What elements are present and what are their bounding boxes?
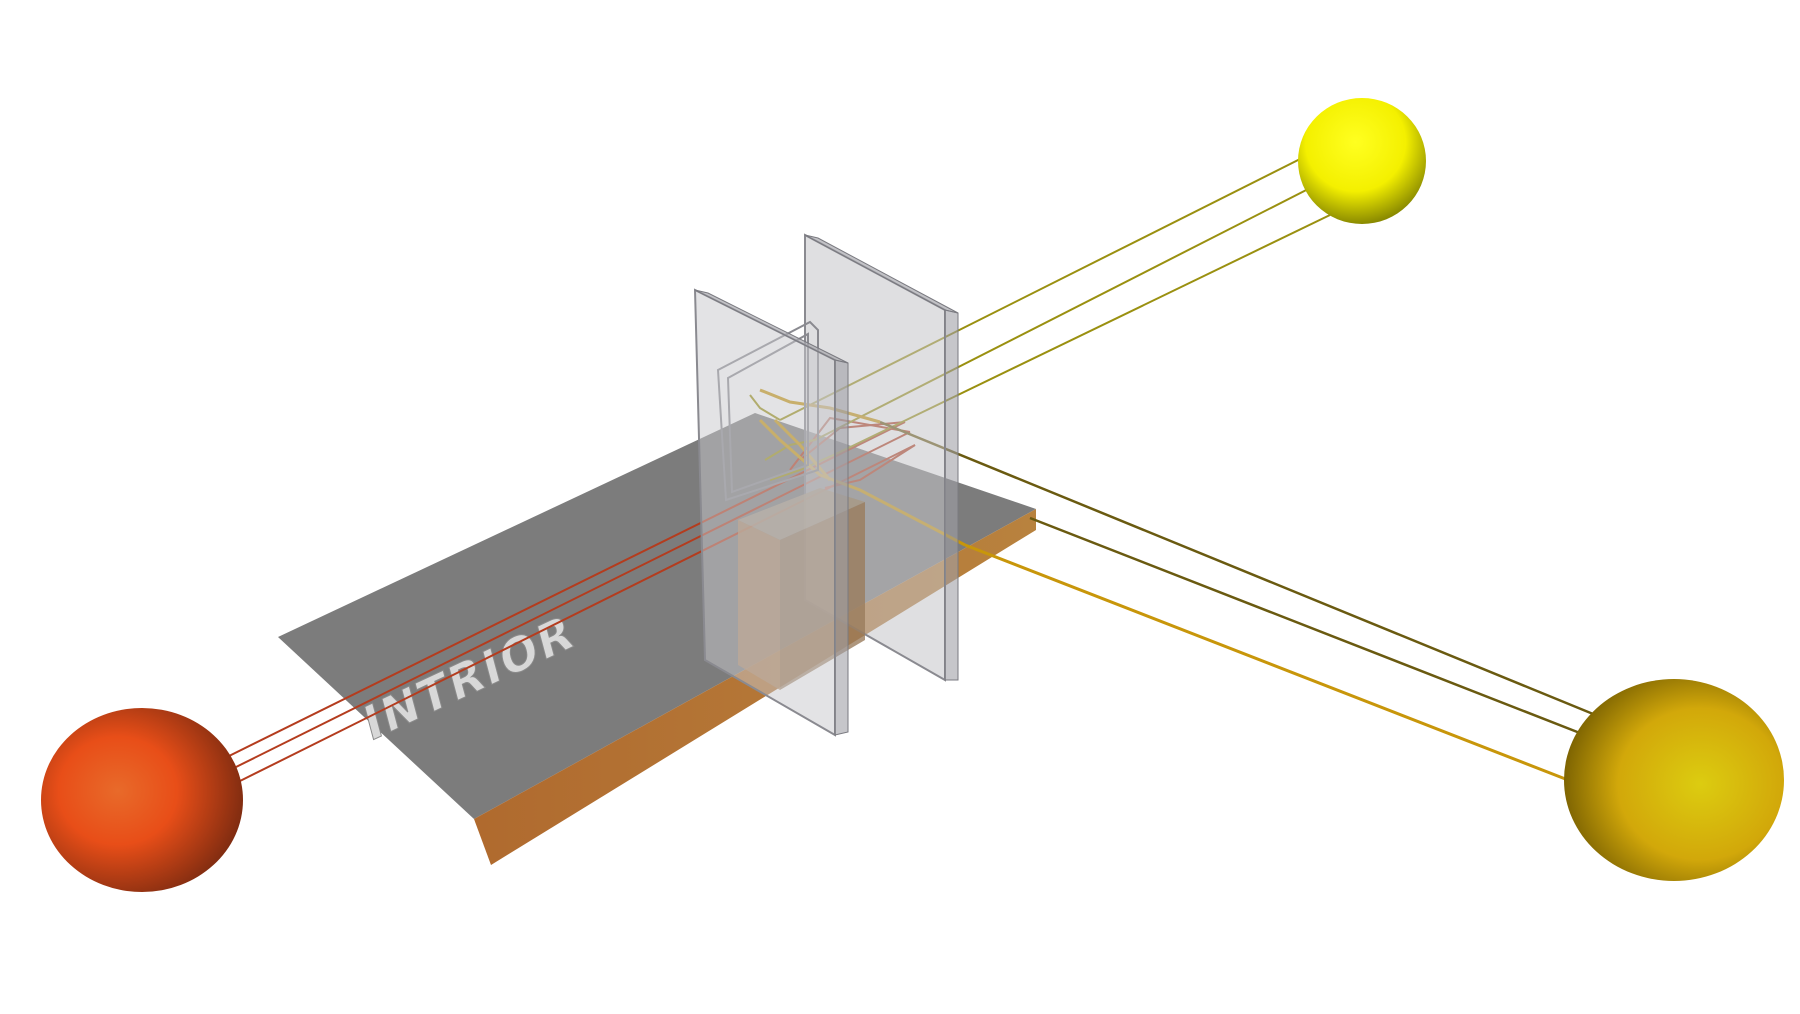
olive-ray xyxy=(879,420,1599,718)
gold-ray xyxy=(964,543,1569,782)
olive-ray xyxy=(1029,516,1586,737)
yellow-sun xyxy=(1298,98,1426,224)
red-sun xyxy=(41,708,243,892)
front-pane-side xyxy=(834,359,849,736)
front-glass-pane xyxy=(693,288,849,737)
gold-sun xyxy=(1564,679,1784,881)
olive-sun-rays xyxy=(879,420,1599,737)
rear-pane-side xyxy=(944,309,959,681)
